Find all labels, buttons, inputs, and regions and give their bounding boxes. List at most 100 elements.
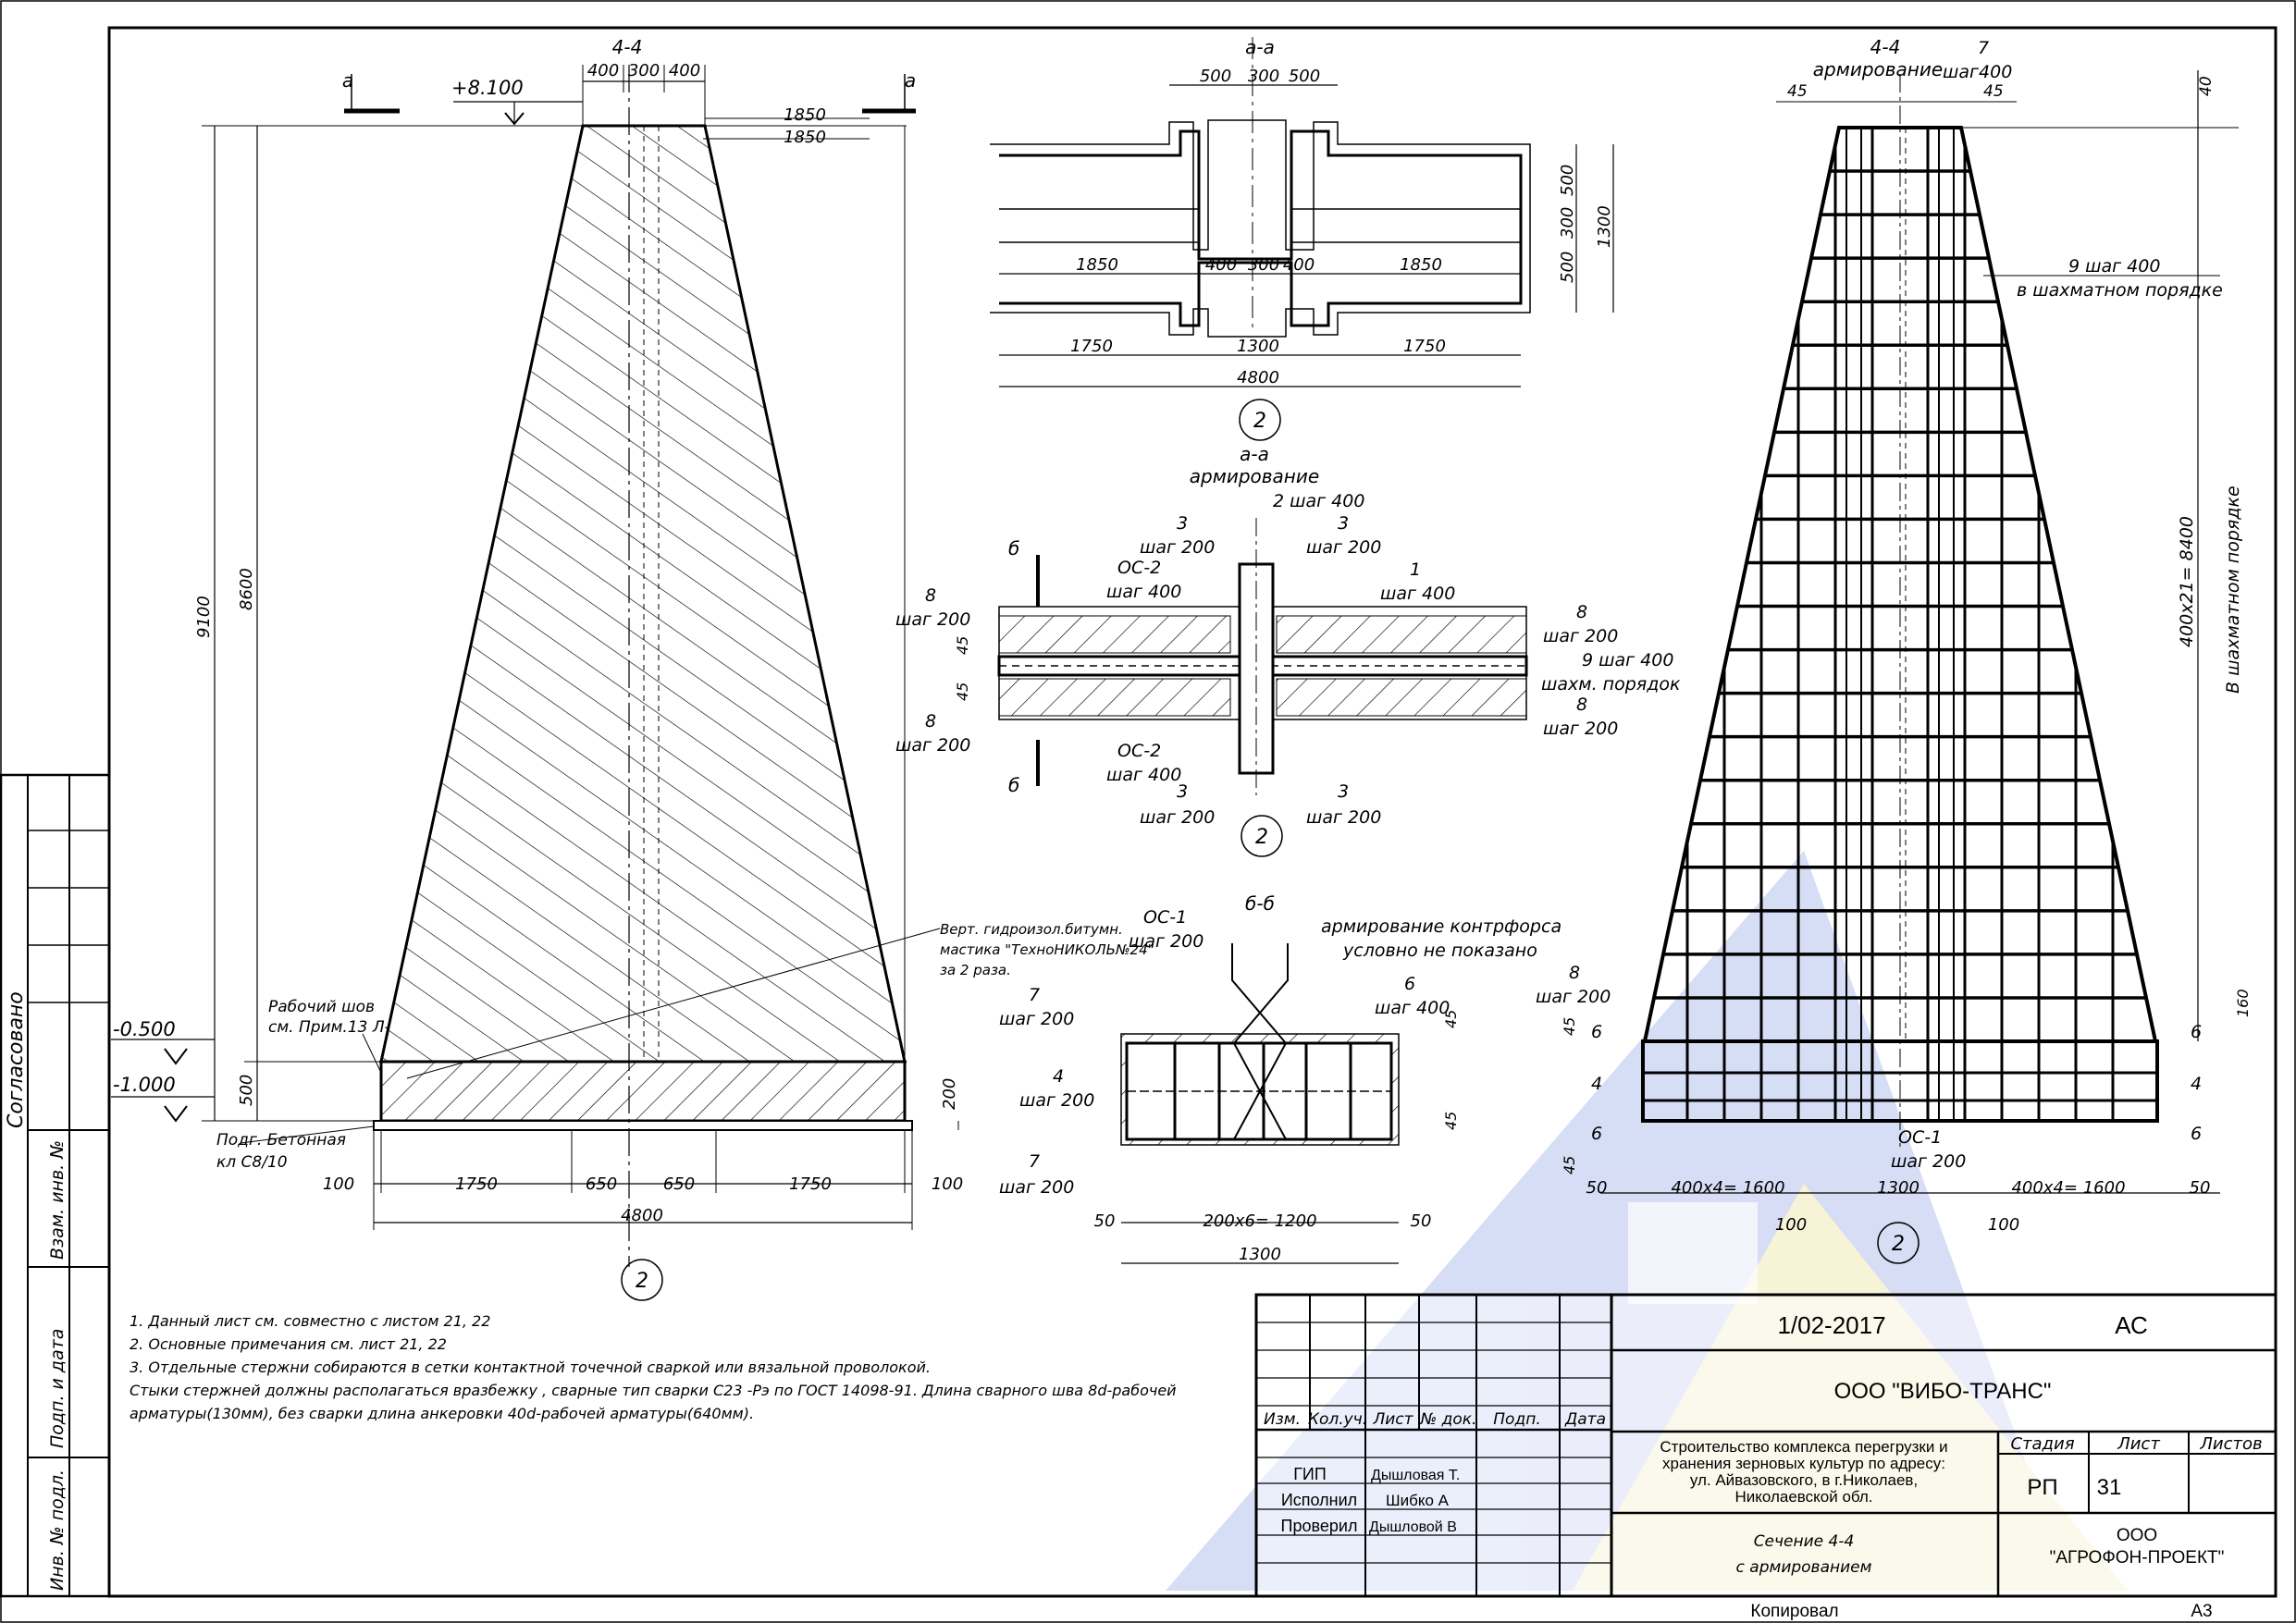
note-3: 3. Отдельные стержни собираются в сетки … (130, 1359, 931, 1376)
tb-role-2: Исполнил (1281, 1491, 1357, 1509)
rebar-grid (1654, 128, 2146, 1121)
sec-bb-os1: ОС-1 (1143, 907, 1187, 928)
rebar-label-3-bl-step: шаг 200 (1140, 807, 1215, 828)
tb-project-2: хранения зерновых культур по адресу: (1662, 1455, 1945, 1472)
side-stamp: Согласовано Взам. инв. № Подп. и дата Ин… (0, 773, 111, 1598)
sec44r-extra-2: 100 (1988, 1215, 2019, 1235)
cut-b-top: б (1008, 537, 1019, 559)
sec44r-axis: 2 (1892, 1233, 1905, 1256)
sec-bb-bot-1: 50 (1094, 1211, 1116, 1231)
tb-company: ООО "ВИБО-ТРАНС" (1834, 1379, 2052, 1404)
tb-name-2: Шибко А (1386, 1492, 1450, 1509)
plan-aa-top-1: 500 (1200, 67, 1231, 86)
plan-aa-mid-2: 400 (1205, 255, 1237, 275)
rebar-label-3-tl-step: шаг 200 (1140, 537, 1215, 558)
sec-bb-note-2: условно не показано (1342, 941, 1537, 961)
plan-aa-mid-4: 400 (1283, 255, 1315, 275)
rebar-dim-45-a: 45 (954, 636, 971, 655)
cut-mark-left: а (342, 69, 353, 92)
rebar-label-3-tr-step: шаг 200 (1306, 537, 1381, 558)
sec44r-bot-4: 400х4= 1600 (2011, 1178, 2125, 1198)
sec44r-right-160: 160 (2234, 989, 2252, 1017)
sec-bb-7b: 7 (1029, 1151, 1040, 1172)
sec44r-title-1: 4-4 (1870, 36, 1901, 58)
wall-footing (379, 1060, 907, 1123)
section-4-4: 4-4 400 300 400 а а +8.100 1850 1850 (111, 36, 1154, 1301)
plan-aar-title-2: армирование (1190, 465, 1319, 487)
note-2: 2. Основные примечания см. лист 21, 22 (130, 1335, 447, 1353)
sec44r-extra-1: 100 (1775, 1215, 1807, 1235)
sec-bb-4: 4 (1053, 1066, 1064, 1087)
rebar-label-8-l1-step: шаг 200 (895, 609, 970, 630)
rebar-label-8-r2-step: шаг 200 (1543, 719, 1618, 739)
elevation-mid: -0.500 (113, 1018, 176, 1040)
sec44-dim-top-3: 400 (669, 61, 700, 80)
tb-doc-number: 1/02-2017 (1777, 1311, 1885, 1339)
sec44r-left-6a: 6 (1591, 1022, 1602, 1042)
sec-bb-7a: 7 (1029, 985, 1040, 1005)
label-waterproof-2: мастика "ТехноНИКОЛЬ№24" (940, 941, 1154, 958)
rebar-label-os2-top: ОС-2 (1117, 558, 1161, 578)
sec44r-left-4: 4 (1591, 1074, 1602, 1094)
concrete-base (373, 1120, 913, 1131)
wall-body (379, 124, 907, 1064)
sec44r-top-45a: 45 (1787, 82, 1808, 101)
title-block: Изм. Кол.уч. Лист № док. Подп. Дата ГИП … (1254, 1293, 2277, 1621)
rebar-label-3-br: 3 (1338, 781, 1349, 802)
plan-aa-top-2: 300 (1248, 67, 1279, 86)
tb-stage: РП (2027, 1475, 2057, 1500)
sec44-dim-bot-2: 1750 (455, 1174, 498, 1194)
tb-name-1: Дышловая Т. (1371, 1468, 1460, 1483)
sec44-dim-bot-6: 100 (932, 1174, 963, 1194)
sec44-dim-200: 200 (940, 1078, 959, 1110)
plan-aar-axis: 2 (1255, 826, 1268, 849)
tb-hdr-list: Лист (1372, 1410, 1413, 1429)
sec44r-left-45b: 45 (1561, 1156, 1578, 1174)
rebar-label-1-step: шаг 400 (1380, 584, 1455, 604)
rebar-label-8-l2-step: шаг 200 (895, 735, 970, 756)
sec44-dim-500: 500 (237, 1075, 256, 1106)
tb-sheets-hdr: Листов (2199, 1434, 2262, 1454)
sec-bb-total: 1300 (1239, 1245, 1281, 1264)
sec-bb-7a-step: шаг 200 (999, 1009, 1074, 1029)
label-base-2: кл С8/10 (216, 1153, 288, 1172)
plan-aa-top-3: 500 (1289, 67, 1320, 86)
tb-copied: Копировал (1750, 1602, 1838, 1621)
rebar-label-3-tl: 3 (1177, 513, 1188, 534)
sec44-dim-bot-1: 100 (323, 1174, 354, 1194)
tb-org-1: ООО (2117, 1526, 2157, 1545)
axis-bubble (1239, 399, 1281, 441)
tb-drawing-title-1: Сечение 4-4 (1754, 1532, 1855, 1551)
sec44-dim-top-2: 300 (628, 61, 660, 80)
plan-aa-bot-2: 1300 (1237, 337, 1279, 356)
sec44-dim-bot-5: 1750 (789, 1174, 832, 1194)
sec44-axis: 2 (636, 1270, 648, 1293)
label-joint-1: Рабочий шов (268, 998, 375, 1016)
sec44r-top-40: 40 (2197, 76, 2216, 96)
rebar-label-3-tr: 3 (1338, 513, 1349, 534)
rebar-label-os2-top-step: шаг 400 (1106, 582, 1181, 602)
tb-project-3: ул. Айвазовского, в г.Николаев, (1690, 1471, 1918, 1489)
plan-aa-right-3: 500 (1558, 252, 1577, 283)
field-inv-orig: Инв. № подл. (47, 1469, 68, 1591)
cut-b-bot: б (1008, 774, 1019, 796)
plan-aa-mid-1: 1850 (1076, 255, 1118, 275)
plan-aa-bot-3: 1750 (1403, 337, 1446, 356)
label-joint-2: см. Прим.13 Л- (268, 1018, 390, 1037)
sec-bb-6: 6 (1404, 974, 1415, 994)
plan-aa-bot-1: 1750 (1070, 337, 1113, 356)
rebar-label-1: 1 (1410, 559, 1421, 580)
tb-hdr-kol: Кол.уч. (1308, 1410, 1367, 1429)
sec-bb-6-step: шаг 400 (1375, 998, 1450, 1018)
note-5: арматуры(130мм), без сварки длина анкеро… (130, 1405, 755, 1422)
tb-name-3: Дышловой В (1369, 1519, 1457, 1535)
rebar-label-9: 9 шаг 400 (1582, 650, 1673, 670)
rebar-label-os2-bot: ОС-2 (1117, 741, 1161, 761)
sec-bb-bot-2: 200х6= 1200 (1203, 1211, 1316, 1231)
agreed-label: Согласовано (5, 991, 28, 1128)
sec44r-os1-step: шаг 200 (1891, 1151, 1966, 1172)
sec44-dim-right-1: 1850 (784, 105, 826, 125)
sec44r-left-45a: 45 (1561, 1017, 1578, 1036)
rebar-label-2: 2 шаг 400 (1273, 491, 1364, 511)
sec44r-bot-3: 1300 (1877, 1178, 1920, 1198)
